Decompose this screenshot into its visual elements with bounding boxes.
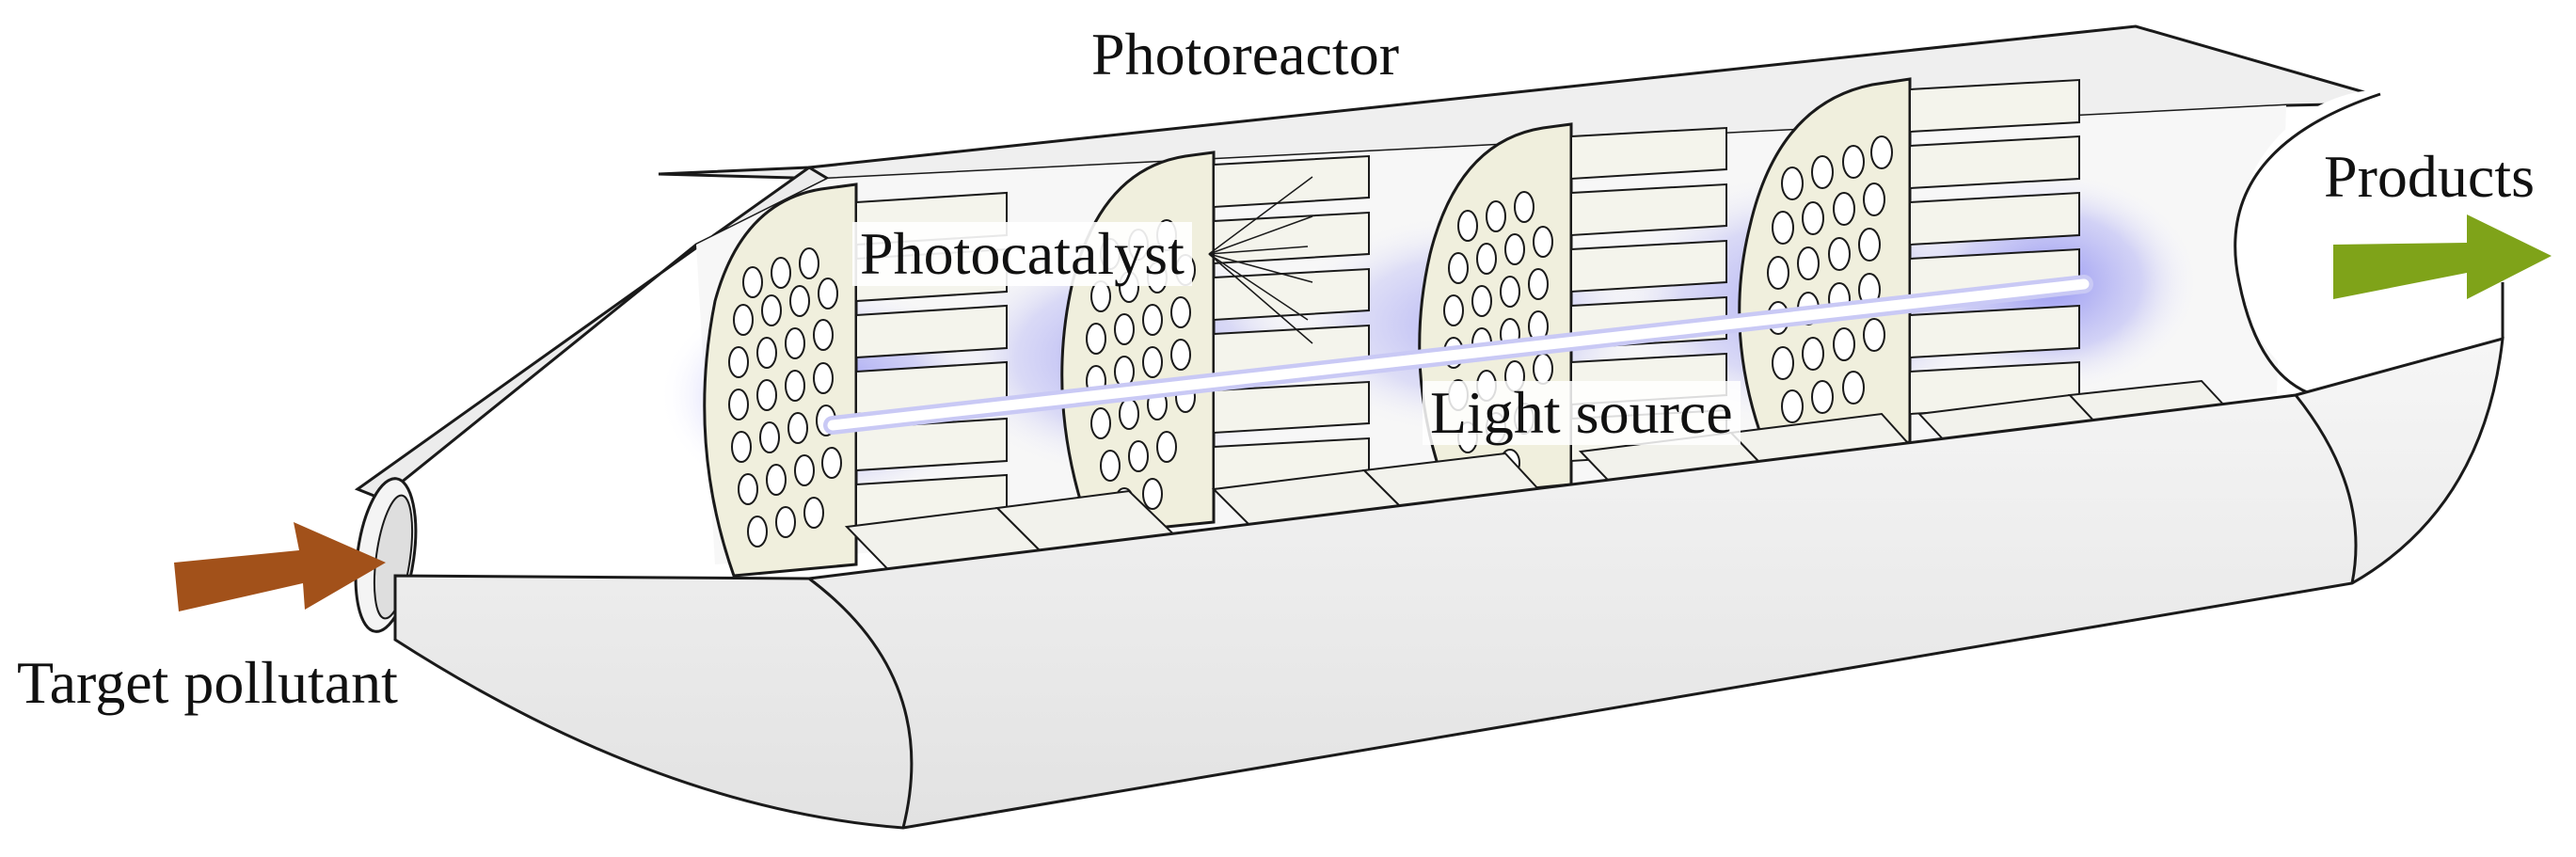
catalyst-plate-4 <box>1738 77 2080 458</box>
arrow-right-icon <box>2333 214 2552 299</box>
outlet-arrow <box>2333 214 2552 299</box>
products-label: Products <box>2324 143 2535 210</box>
photocatalyst-pointer <box>1208 176 1313 344</box>
inlet-arrow <box>174 522 386 611</box>
outlet-opening <box>2234 92 2381 397</box>
arrow-right-icon <box>174 522 386 611</box>
light-source-tube <box>823 275 2093 435</box>
light-source-label: Light source <box>1423 381 1741 445</box>
photocatalyst-label: Photocatalyst <box>852 222 1192 286</box>
photoreactor-label: Photoreactor <box>1091 21 1399 87</box>
target-pollutant-label: Target pollutant <box>17 649 398 716</box>
